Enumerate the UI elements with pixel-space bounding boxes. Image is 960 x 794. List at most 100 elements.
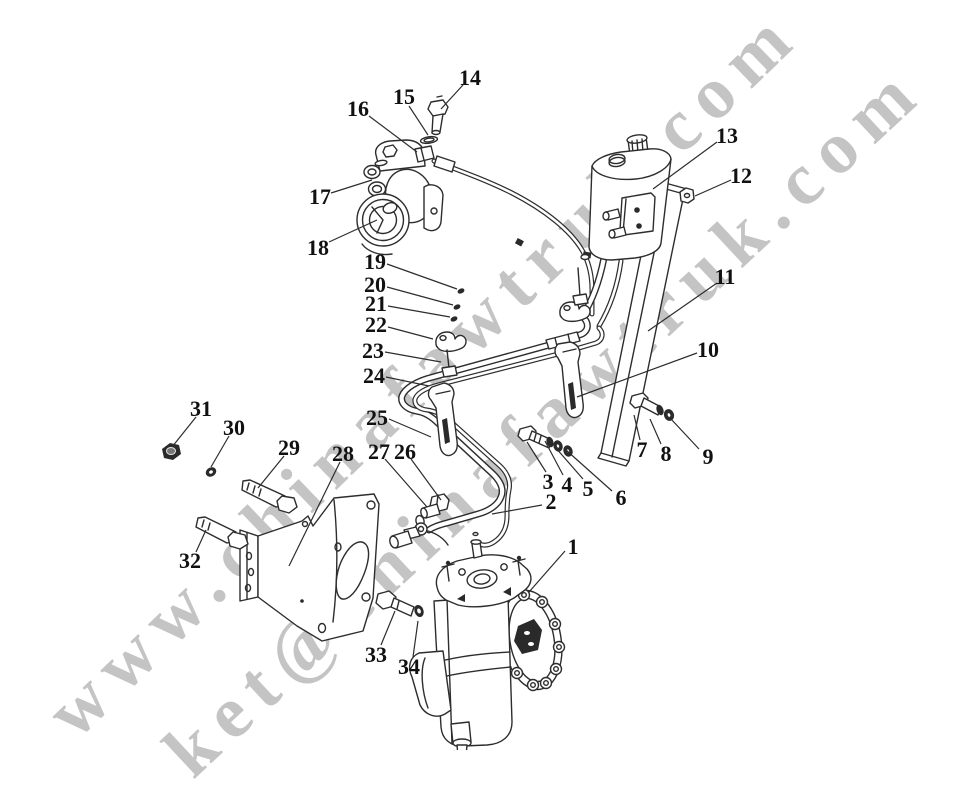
part-label-20: 20 [364,272,386,297]
part-label-15: 15 [393,84,415,109]
part-label-12: 12 [730,163,752,188]
leader-line-12 [694,179,732,197]
leader-line-34 [412,620,419,658]
part-label-2: 2 [546,489,557,514]
part-label-29: 29 [278,435,300,460]
leader-line-22 [387,326,434,340]
part-label-22: 22 [365,312,387,337]
parts-diagram: 1234567891011121314151617181920212223242… [162,65,752,750]
hose-union [414,145,435,163]
leader-line-11 [647,282,718,332]
bolt-set-789 [629,392,675,421]
pipe-strap-right [554,341,584,419]
leader-line-32 [195,529,207,553]
banjo-bolt-14 [427,95,449,136]
part-label-19: 19 [364,249,386,274]
part-label-25: 25 [366,405,388,430]
part-label-33: 33 [365,642,387,667]
leader-line-26 [410,458,442,501]
part-label-3: 3 [543,469,554,494]
leader-lines [171,84,732,658]
leader-line-3 [526,441,547,473]
leader-line-23 [384,351,442,363]
leader-line-33 [380,610,396,646]
seal-ring-15 [419,135,439,145]
part-label-34: 34 [398,654,420,679]
leader-line-6 [565,449,613,492]
leader-line-28 [288,461,341,567]
part-label-11: 11 [715,264,736,289]
leader-line-29 [257,455,285,489]
gear-wing [408,650,452,717]
leader-line-7 [633,414,641,441]
part-label-14: 14 [459,65,481,90]
leader-line-27 [384,458,428,508]
part-label-16: 16 [347,96,369,121]
small-screws [450,288,465,322]
pipe-end-fittings [389,493,450,549]
part-label-5: 5 [583,476,594,501]
part-label-13: 13 [716,123,738,148]
hose-clip [514,237,524,247]
part-label-26: 26 [394,439,416,464]
gear-plate-bolts [510,588,566,692]
oil-reservoir [588,134,672,261]
bolt-29 [241,479,298,514]
leader-line-9 [670,418,700,450]
part-label-9: 9 [703,444,714,469]
part-label-27: 27 [368,439,390,464]
part-label-32: 32 [179,548,201,573]
steering-pump [356,139,456,256]
leader-line-13 [652,141,718,190]
part-label-24: 24 [363,363,385,388]
leader-line-5 [554,446,584,480]
leader-line-31 [171,416,197,448]
leader-line-25 [388,418,432,438]
clamp-bolt-left [441,349,458,378]
steering-gear [408,531,566,750]
pipe-clamp-left [435,331,467,353]
part-label-7: 7 [637,437,648,462]
part-label-17: 17 [309,184,331,209]
leader-line-30 [210,435,230,468]
bolt-33 [375,590,415,617]
nut-31 [162,443,181,460]
part-label-4: 4 [562,472,573,497]
leader-line-10 [576,352,698,398]
clamp-bolt-right [572,253,590,306]
part-label-21: 21 [365,291,387,316]
part-label-30: 30 [223,415,245,440]
part-label-28: 28 [332,441,354,466]
part-label-23: 23 [362,338,384,363]
leader-line-4 [544,440,564,476]
leader-line-19 [386,263,458,290]
nut-12 [679,187,695,204]
pipe-strap-left [427,382,458,457]
leader-line-20 [386,286,454,306]
leader-line-14 [440,84,464,110]
suction-hose [431,158,595,317]
mounting-bracket [239,493,380,642]
washer-34 [414,604,424,618]
pump-port [363,164,381,180]
pipe-coupler [545,331,581,350]
leader-line-2 [491,504,543,515]
washer-30 [205,467,217,477]
leader-line-24 [385,376,430,387]
leader-line-17 [330,179,373,194]
bolt-32 [195,516,249,550]
part-label-8: 8 [661,441,672,466]
leader-line-15 [408,105,429,136]
part-label-1: 1 [568,534,579,559]
leader-line-21 [387,305,451,318]
leader-line-8 [649,418,662,445]
leader-line-16 [368,115,418,153]
part-label-6: 6 [616,485,627,510]
part-label-31: 31 [190,396,212,421]
leader-line-18 [328,219,378,243]
leader-line-1 [528,550,566,593]
pipe-clamp-right [559,301,591,323]
part-label-18: 18 [307,235,329,260]
